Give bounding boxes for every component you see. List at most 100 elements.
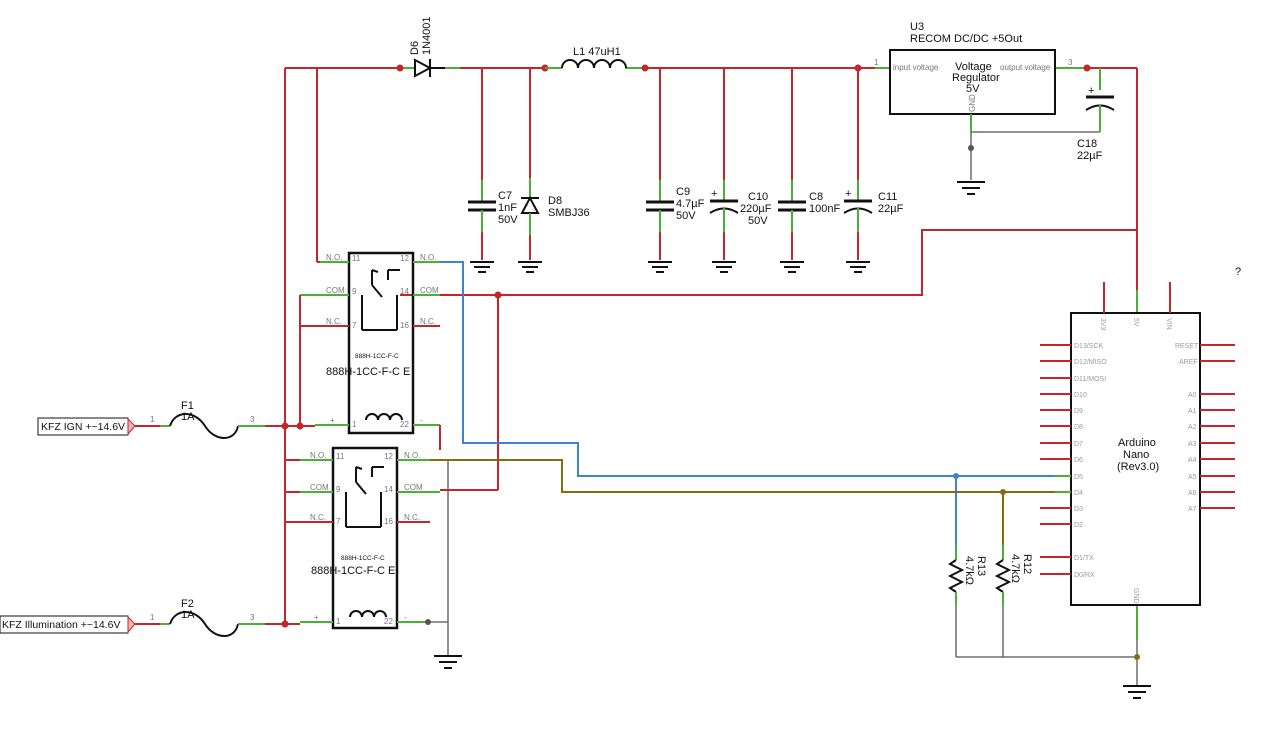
diode-d8: D8 SMBJ36	[518, 68, 590, 273]
r2-nc-right: N.C.	[404, 513, 420, 522]
f2-ref: F2	[181, 598, 194, 610]
pin-3v3: 3V3	[1099, 318, 1106, 331]
pin-a4: A4	[1188, 457, 1197, 464]
f1-pin1: 1	[150, 415, 155, 424]
illum-label: KFZ Illumination +~14.6V	[2, 619, 120, 631]
pin-d8: D8	[1074, 424, 1083, 431]
pin-d6: D6	[1074, 457, 1083, 464]
svg-text:+: +	[1088, 85, 1094, 97]
capacitor-c9: C9 4.7µF 50V	[646, 68, 705, 273]
pin-d4: D4	[1074, 490, 1083, 497]
r1-minus: -	[420, 416, 423, 425]
power-rail	[284, 64, 1137, 625]
c11-ref: C11	[878, 191, 897, 203]
r2-p16: 16	[384, 517, 393, 526]
r1-p22: 22	[400, 420, 409, 429]
u3-body2: Regulator	[952, 72, 1000, 84]
u3-name: RECOM DC/DC +5Out	[910, 33, 1022, 45]
r1-part: 888H-1CC-F-C	[355, 353, 399, 360]
r2-com-left: COM	[310, 483, 329, 492]
f2-pin1: 1	[150, 613, 155, 622]
pin-d11: D11/MOSI	[1074, 376, 1106, 383]
pin-gnd: GND	[1132, 588, 1139, 604]
r1-no-left: N.O.	[326, 253, 342, 262]
r2-minus: -	[404, 613, 407, 622]
svg-text:+: +	[711, 188, 717, 200]
r2-plus: +	[314, 613, 319, 622]
pin-a3: A3	[1188, 441, 1197, 448]
r1-p14: 14	[400, 287, 409, 296]
pin-a6: A6	[1188, 490, 1197, 497]
capacitor-c18: + C18 22µF	[1077, 68, 1115, 162]
d8-ref: D8	[548, 195, 562, 207]
l1-label: L1 47uH1	[573, 46, 621, 58]
pin-a7: A7	[1188, 506, 1197, 513]
c9-ref: C9	[676, 186, 690, 198]
pin-d12: D12/MISO	[1074, 359, 1107, 366]
r2-p22: 22	[384, 617, 393, 626]
r12-ref: R12	[1021, 554, 1033, 574]
u3-pin-in: input voltage	[893, 63, 939, 72]
r2-p12: 12	[384, 452, 393, 461]
r1-plus: +	[330, 416, 335, 425]
r1-p16: 16	[400, 321, 409, 330]
input-ign: KFZ IGN +~14.6V F1 1A 1 3	[37, 295, 315, 439]
r2-p11: 11	[336, 452, 345, 461]
r2-p9: 9	[336, 485, 341, 494]
pin-d1: D1/TX	[1074, 555, 1094, 562]
u3-body3: 5V	[966, 83, 980, 95]
pin-d2: D2	[1074, 522, 1083, 529]
pin-d7: D7	[1074, 441, 1083, 448]
pin-a1: A1	[1188, 408, 1197, 415]
c8-v1: 100nF	[809, 203, 840, 215]
d6-ref: D6	[409, 41, 421, 55]
resistor-r13: R13 4.7kΩ	[947, 545, 987, 657]
r12-value: 4.7kΩ	[1009, 554, 1021, 583]
d6-value: 1N4001	[421, 16, 433, 55]
r1-com-left: COM	[326, 286, 345, 295]
c9-v2: 50V	[676, 210, 696, 222]
c10-v2: 50V	[748, 215, 768, 227]
r2-p14: 14	[384, 485, 393, 494]
pin-vin: VIN	[1165, 318, 1172, 330]
r2-nc-left: N.C.	[310, 513, 326, 522]
c18-v1: 22µF	[1077, 150, 1103, 162]
f2-pin3: 3	[250, 613, 255, 622]
d8-value: SMBJ36	[548, 207, 590, 219]
pin-d9: D9	[1074, 408, 1083, 415]
regulator-u3: U3 RECOM DC/DC +5Out input voltage outpu…	[874, 21, 1100, 195]
c9-v1: 4.7µF	[676, 198, 705, 210]
f1-value: 1A	[181, 411, 195, 423]
pin-5v: 5V	[1132, 318, 1139, 327]
u3-pin1: 1	[874, 58, 879, 67]
resistor-r12: R12 4.7kΩ	[994, 545, 1033, 657]
capacitor-c10: + C10 220µF 50V	[709, 68, 772, 273]
f1-pin3: 3	[250, 415, 255, 424]
relay-1: N.O. N.O. COM COM N.C. N.C. + - 11 12 9 …	[300, 251, 441, 450]
pin-reset: RESET	[1175, 343, 1199, 350]
c7-ref: C7	[498, 190, 512, 202]
c10-v1: 220µF	[740, 203, 772, 215]
arduino-title1: Arduino	[1118, 437, 1156, 449]
f2-value: 1A	[181, 609, 195, 621]
r2-no-right: N.O.	[404, 451, 420, 460]
c10-ref: C10	[748, 191, 768, 203]
c8-ref: C8	[809, 191, 823, 203]
r2-p1: 1	[336, 617, 341, 626]
r1-com-right: COM	[420, 286, 439, 295]
pin-d3: D3	[1074, 506, 1083, 513]
r1-p9: 9	[352, 287, 357, 296]
r2-p7: 7	[336, 517, 341, 526]
r1-p12: 12	[400, 254, 409, 263]
pin-a0: A0	[1188, 392, 1197, 399]
pin-d13: D13/SCK	[1074, 343, 1104, 350]
ign-label: KFZ IGN +~14.6V	[41, 421, 125, 433]
u3-ref: U3	[910, 21, 924, 33]
r1-nc-left: N.C.	[326, 317, 342, 326]
arduino-title2: Nano	[1123, 449, 1149, 461]
r1-name: 888H-1CC-F-C E	[326, 366, 410, 378]
c7-v1: 1nF	[498, 202, 517, 214]
r2-name: 888H-1CC-F-C E	[311, 565, 395, 577]
pin-d5: D5	[1074, 474, 1083, 481]
